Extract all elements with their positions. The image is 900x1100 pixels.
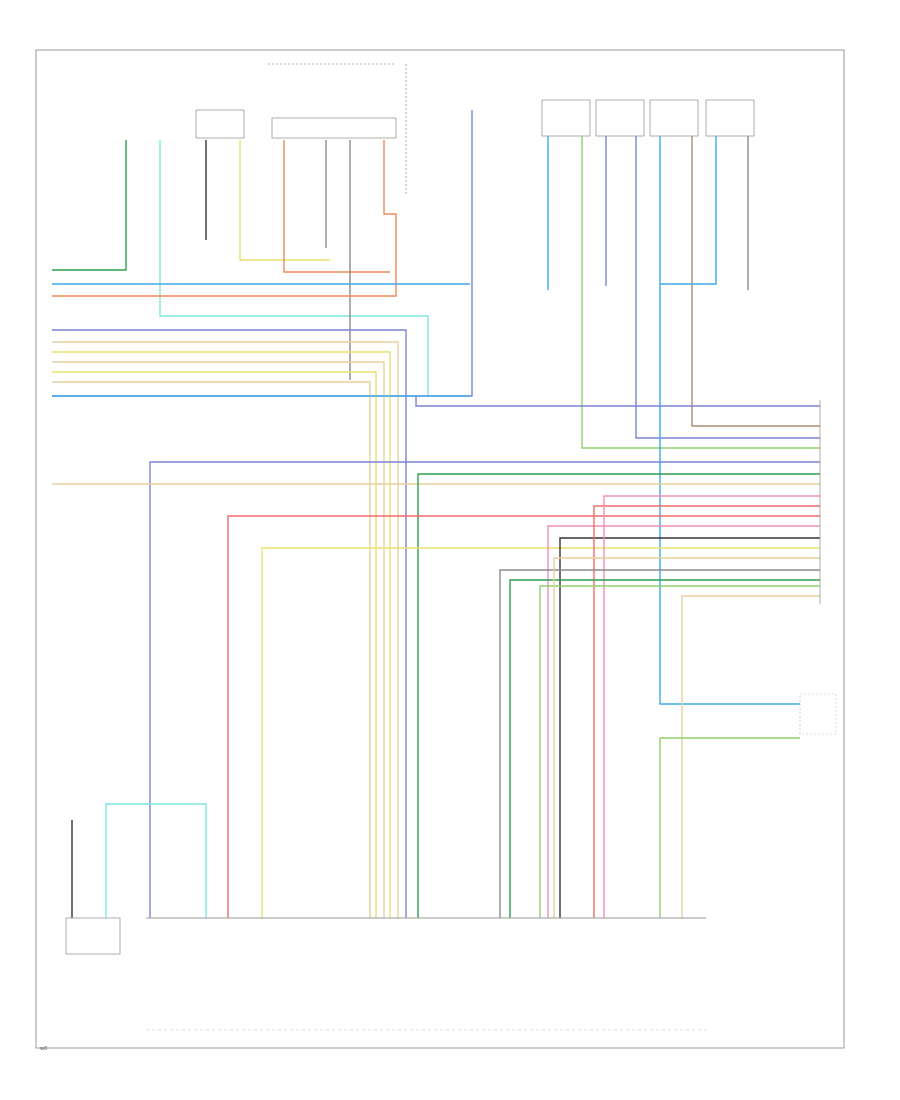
switch-icon	[195, 109, 245, 139]
page-code: w0	[40, 1046, 47, 1052]
bottom-connector	[146, 917, 706, 1031]
top-components	[195, 63, 755, 196]
left-bus	[52, 283, 820, 918]
module-icon	[541, 99, 591, 137]
bottom-left-sensor	[65, 803, 207, 955]
sensor-icon	[65, 917, 121, 955]
module-icon	[649, 99, 699, 137]
module-icon	[595, 99, 645, 137]
connector-icon	[799, 693, 837, 735]
module-icon	[705, 99, 755, 137]
middle-bus	[52, 461, 820, 918]
right-connector	[799, 400, 837, 735]
top-wire-drops	[52, 110, 820, 705]
diagram-frame	[35, 49, 845, 1049]
switch-icon	[271, 117, 397, 139]
